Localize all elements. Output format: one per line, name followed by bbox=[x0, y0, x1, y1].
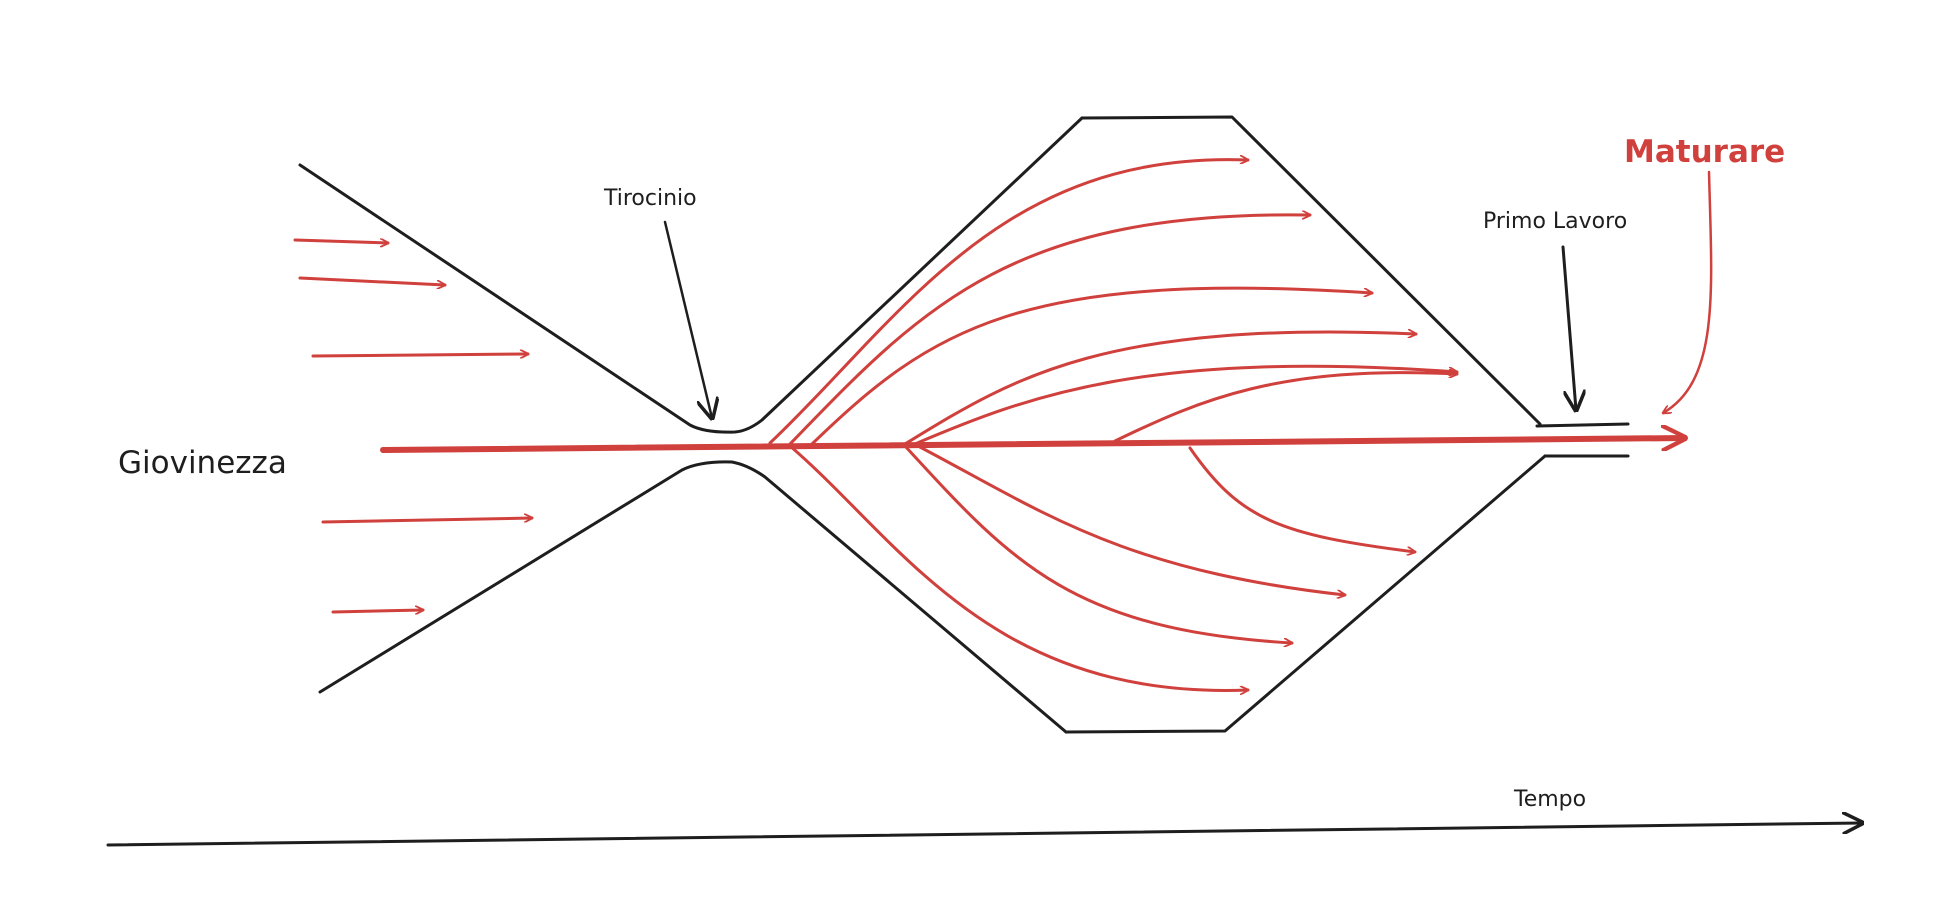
main-path-arrow bbox=[380, 438, 1688, 453]
branch-flow bbox=[788, 215, 1312, 446]
branch-flow bbox=[1113, 373, 1459, 443]
branch-flow bbox=[788, 444, 1250, 690]
lower-right-wall bbox=[1064, 454, 1547, 734]
upper-left-wall bbox=[298, 116, 1084, 434]
time-axis-arrow bbox=[106, 823, 1862, 847]
branch-flow bbox=[913, 364, 1459, 446]
maturare-pointer-arrow bbox=[1663, 170, 1713, 413]
branch-flow bbox=[768, 160, 1250, 445]
incoming-arrows bbox=[293, 240, 534, 612]
incoming-arrow bbox=[298, 276, 447, 285]
primo-lavoro-channel-top bbox=[1535, 422, 1630, 428]
label-maturare: Maturare bbox=[1624, 134, 1785, 170]
incoming-arrow bbox=[311, 354, 530, 356]
lower-left-wall bbox=[318, 460, 1068, 734]
label-giovinezza: Giovinezza bbox=[118, 445, 287, 481]
label-primo-lavoro: Primo Lavoro bbox=[1483, 209, 1627, 234]
funnel-outline bbox=[298, 115, 1630, 734]
branch-flow bbox=[1188, 446, 1417, 552]
primo-lavoro-pointer-arrow bbox=[1561, 245, 1576, 410]
incoming-arrow bbox=[321, 518, 534, 524]
incoming-arrow bbox=[331, 610, 425, 612]
upper-right-wall bbox=[1080, 115, 1542, 426]
incoming-arrow bbox=[293, 240, 390, 243]
branch-flow bbox=[903, 332, 1418, 446]
branch-flows bbox=[768, 160, 1459, 691]
label-tirocinio: Tirocinio bbox=[603, 186, 697, 211]
branch-flow bbox=[810, 286, 1374, 446]
tirocinio-pointer-arrow bbox=[663, 220, 712, 418]
branch-flow bbox=[916, 444, 1347, 595]
branch-flow bbox=[903, 444, 1294, 643]
label-tempo: Tempo bbox=[1513, 787, 1586, 812]
